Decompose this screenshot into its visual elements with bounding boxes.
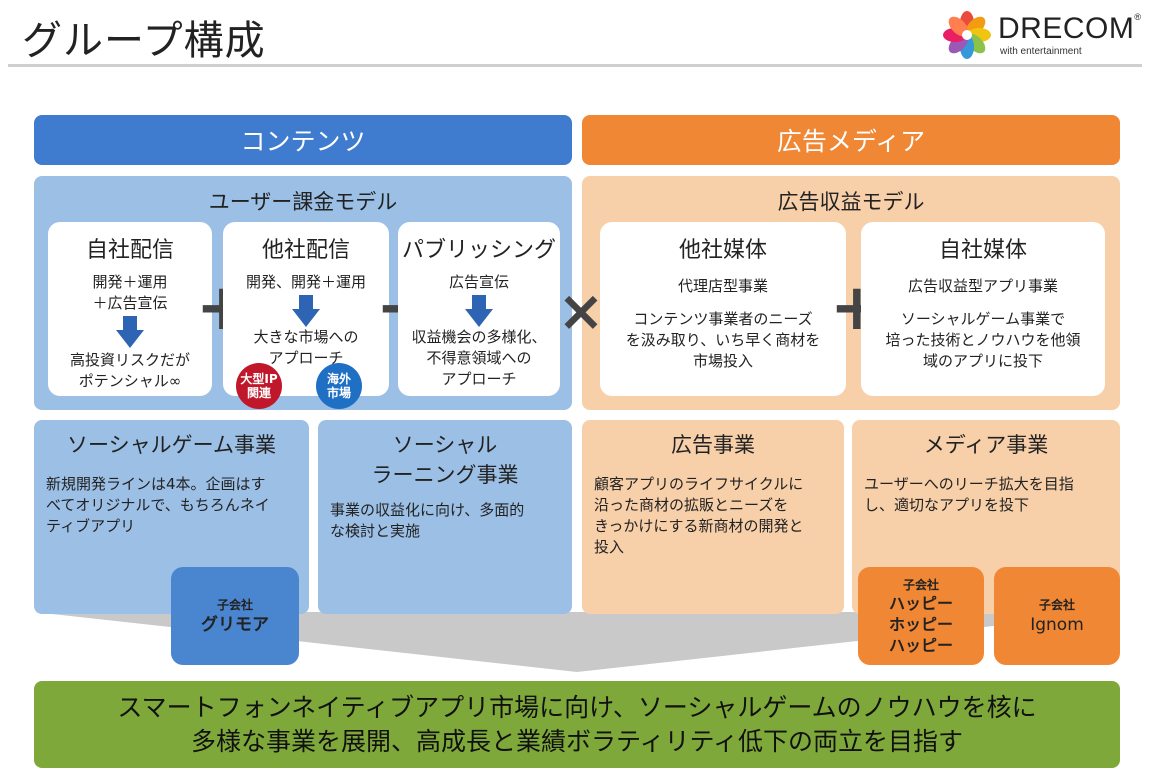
goal-line: 多様な事業を展開、高成長と業績ボラティリティ低下の両立を目指す — [190, 726, 963, 756]
card-other-media: 他社媒体 代理店型事業 コンテンツ事業者のニーズ を汲み取り、いち早く商材を 市… — [600, 222, 846, 396]
box-title: 広告事業 — [671, 433, 755, 457]
subsidiary-label: 子会社 — [216, 598, 253, 612]
card-line: ポテンシャル∞ — [78, 372, 182, 390]
box-title: ソーシャル — [392, 433, 498, 457]
down-arrow-icon — [116, 316, 144, 348]
card-line: 開発＋運用 — [92, 273, 168, 291]
business-social-learning: ソーシャル ラーニング事業 事業の収益化に向け、多面的 な検討と実施 — [318, 420, 572, 614]
logo-wordmark: DRECOM — [998, 12, 1135, 45]
card-line: ＋広告宣伝 — [92, 294, 168, 312]
subsidiary-ignom: 子会社 Ignom — [994, 567, 1120, 665]
box-title: ラーニング事業 — [371, 463, 519, 487]
badge-line: 関連 — [246, 386, 271, 400]
badge-line: 市場 — [326, 386, 351, 400]
contents-header: コンテンツ — [34, 115, 572, 165]
card-line: 高投資リスクだが — [69, 351, 190, 369]
box-line: ティブアプリ — [46, 517, 136, 535]
card-line: 広告宣伝 — [448, 273, 509, 291]
card-subtitle: 代理店型事業 — [677, 277, 768, 295]
card-title: 他社媒体 — [678, 238, 767, 263]
card-publishing: パブリッシング 広告宣伝 収益機会の多様化、 不得意領域への アプローチ — [398, 222, 560, 396]
card-title: 他社配信 — [261, 238, 350, 263]
card-line: 市場投入 — [692, 352, 753, 370]
card-line: コンテンツ事業者のニーズ — [633, 310, 813, 328]
title-divider — [8, 64, 1142, 67]
logo-tagline: with entertainment — [1000, 46, 1082, 57]
badge-overseas-market: 海外 市場 — [316, 363, 362, 409]
subsidiary-name: Ignom — [1030, 615, 1084, 635]
drecom-logo: DRECOM® with entertainment — [942, 10, 1142, 60]
badge-line: 海外 — [326, 372, 351, 386]
card-line: アプローチ — [268, 349, 344, 367]
subsidiary-name: ハッピー — [888, 593, 953, 613]
badge-large-ip: 大型IP 関連 — [236, 363, 282, 409]
box-line: 沿った商材の拡販とニーズを — [594, 496, 789, 514]
goal-banner: スマートフォンネイティブアプリ市場に向け、ソーシャルゲームのノウハウを核に 多様… — [34, 681, 1120, 768]
subsidiary-grimoire: 子会社 グリモア — [171, 567, 299, 665]
box-line: 顧客アプリのライフサイクルに — [594, 475, 804, 493]
box-title: メディア事業 — [923, 433, 1049, 457]
card-own-media: 自社媒体 広告収益型アプリ事業 ソーシャルゲーム事業で 培った技術とノウハウを他… — [861, 222, 1105, 396]
ad-media-header: 広告メディア — [582, 115, 1120, 165]
box-title: ソーシャルゲーム事業 — [67, 433, 276, 457]
card-subtitle: 広告収益型アプリ事業 — [907, 277, 1058, 295]
logo-registered-mark: ® — [1134, 12, 1142, 22]
business-media: メディア事業 ユーザーへのリーチ拡大を目指 し、適切なアプリを投下 — [852, 420, 1120, 614]
card-self-distribution: 自社配信 開発＋運用 ＋広告宣伝 高投資リスクだが ポテンシャル∞ — [48, 222, 212, 396]
box-line: べてオリジナルで、もちろんネイ — [46, 496, 270, 514]
subsidiary-happy-hoppy-happy: 子会社 ハッピー ホッピー ハッピー — [858, 567, 984, 665]
card-title: パブリッシング — [401, 238, 556, 263]
box-line: 新規開発ラインは4本。企画はす — [46, 475, 266, 493]
box-line: な検討と実施 — [330, 522, 421, 540]
box-line: ユーザーへのリーチ拡大を目指 — [864, 475, 1074, 493]
box-line: 事業の収益化に向け、多面的 — [330, 501, 525, 519]
flower-logo-icon — [943, 11, 991, 59]
box-line: 投入 — [594, 538, 625, 556]
box-line: きっかけにする新商材の開発と — [594, 517, 804, 535]
subsidiary-label: 子会社 — [1038, 598, 1075, 612]
ad-revenue-title: 広告収益モデル — [777, 190, 925, 214]
badge-line: 大型IP — [240, 372, 278, 386]
funnel-arrow — [34, 612, 1120, 672]
times-operator: × — [557, 279, 605, 344]
down-arrow-icon — [465, 295, 493, 327]
card-line: 域のアプリに投下 — [922, 352, 1043, 370]
business-advertising: 広告事業 顧客アプリのライフサイクルに 沿った商材の拡販とニーズを きっかけにす… — [582, 420, 844, 614]
card-line: アプローチ — [441, 370, 517, 388]
user-billing-title: ユーザー課金モデル — [208, 190, 398, 214]
subsidiary-name: グリモア — [201, 615, 269, 635]
page-title: グループ構成 — [22, 18, 266, 64]
subsidiary-name: ホッピー — [888, 614, 953, 634]
card-line: 大きな市場への — [253, 328, 359, 346]
box-line: し、適切なアプリを投下 — [864, 496, 1030, 514]
card-line: を汲み取り、いち早く商材を — [625, 331, 821, 349]
subsidiary-name: ハッピー — [888, 635, 953, 655]
card-title: 自社配信 — [85, 238, 174, 263]
subsidiary-label: 子会社 — [902, 577, 939, 592]
card-line: 収益機会の多様化、 — [411, 328, 547, 346]
goal-line: スマートフォンネイティブアプリ市場に向け、ソーシャルゲームのノウハウを核に — [117, 692, 1037, 722]
down-arrow-icon — [292, 295, 320, 327]
card-line: 不得意領域への — [426, 349, 532, 367]
card-line: ソーシャルゲーム事業で — [900, 310, 1066, 328]
card-line: 開発、開発＋運用 — [245, 273, 366, 291]
card-title: 自社媒体 — [938, 238, 1027, 263]
card-line: 培った技術とノウハウを他領 — [885, 331, 1081, 349]
